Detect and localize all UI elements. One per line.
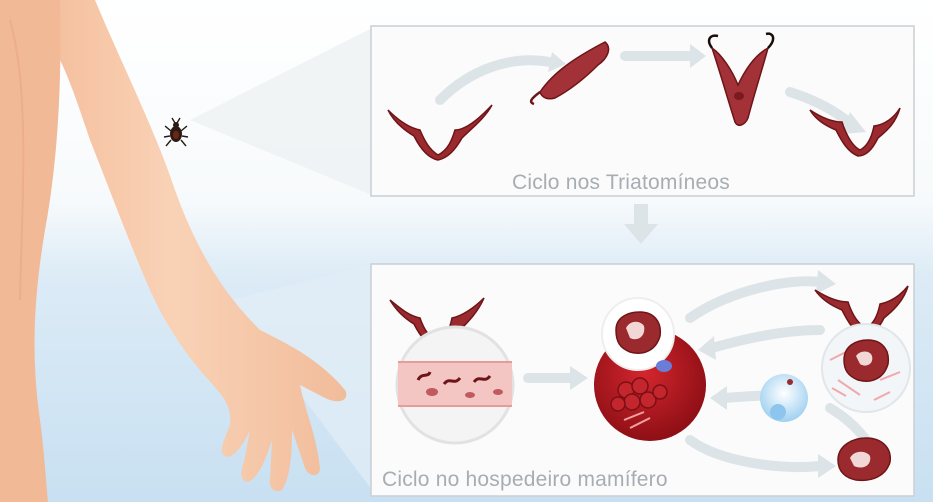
transmission-arrow — [624, 204, 658, 244]
zoom-beam-top — [190, 28, 372, 195]
triatomine-bug-icon — [164, 118, 188, 146]
tissue-cell-icon — [822, 324, 910, 412]
immune-cell-icon — [760, 374, 808, 422]
host-cycle-label: Ciclo no hospedeiro mamífero — [382, 468, 668, 492]
vector-cycle-label: Ciclo nos Triatomíneos — [512, 171, 730, 195]
blood-vessel-icon — [397, 327, 513, 443]
amastigote-icon — [838, 438, 890, 480]
